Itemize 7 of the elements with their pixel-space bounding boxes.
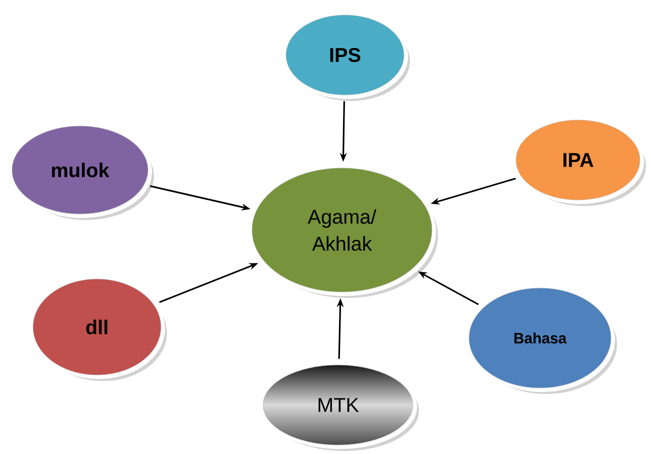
node-label: IPA bbox=[563, 153, 594, 167]
node-label: mulok bbox=[52, 162, 110, 178]
node-label: Agama/ Akhlak bbox=[308, 209, 376, 251]
node-label: IPS bbox=[330, 48, 360, 62]
node-label: dll bbox=[86, 320, 108, 334]
node-label: Bahasa bbox=[514, 332, 567, 344]
node-label: MTK bbox=[318, 398, 359, 412]
